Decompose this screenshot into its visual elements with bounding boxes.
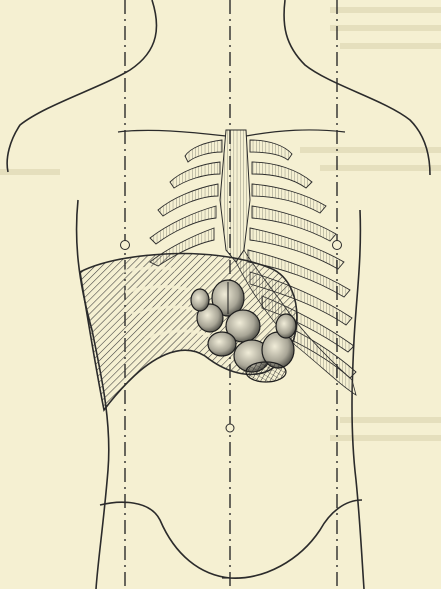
ribs-right — [150, 140, 222, 266]
nipple-left — [333, 241, 342, 250]
waist-crest — [100, 500, 362, 578]
clavicle-right — [246, 130, 345, 136]
bleed-through-text — [0, 10, 441, 438]
nipple-right — [121, 241, 130, 250]
neck-left — [7, 0, 156, 172]
umbilicus — [226, 424, 234, 432]
nodule-8 — [191, 289, 209, 311]
clavicle-left — [118, 130, 226, 136]
right-flank — [352, 210, 364, 589]
liver — [80, 254, 297, 410]
sternum — [220, 130, 250, 262]
nodule-7 — [246, 362, 286, 382]
nodule-9 — [276, 314, 296, 338]
nodule-4 — [208, 332, 236, 356]
